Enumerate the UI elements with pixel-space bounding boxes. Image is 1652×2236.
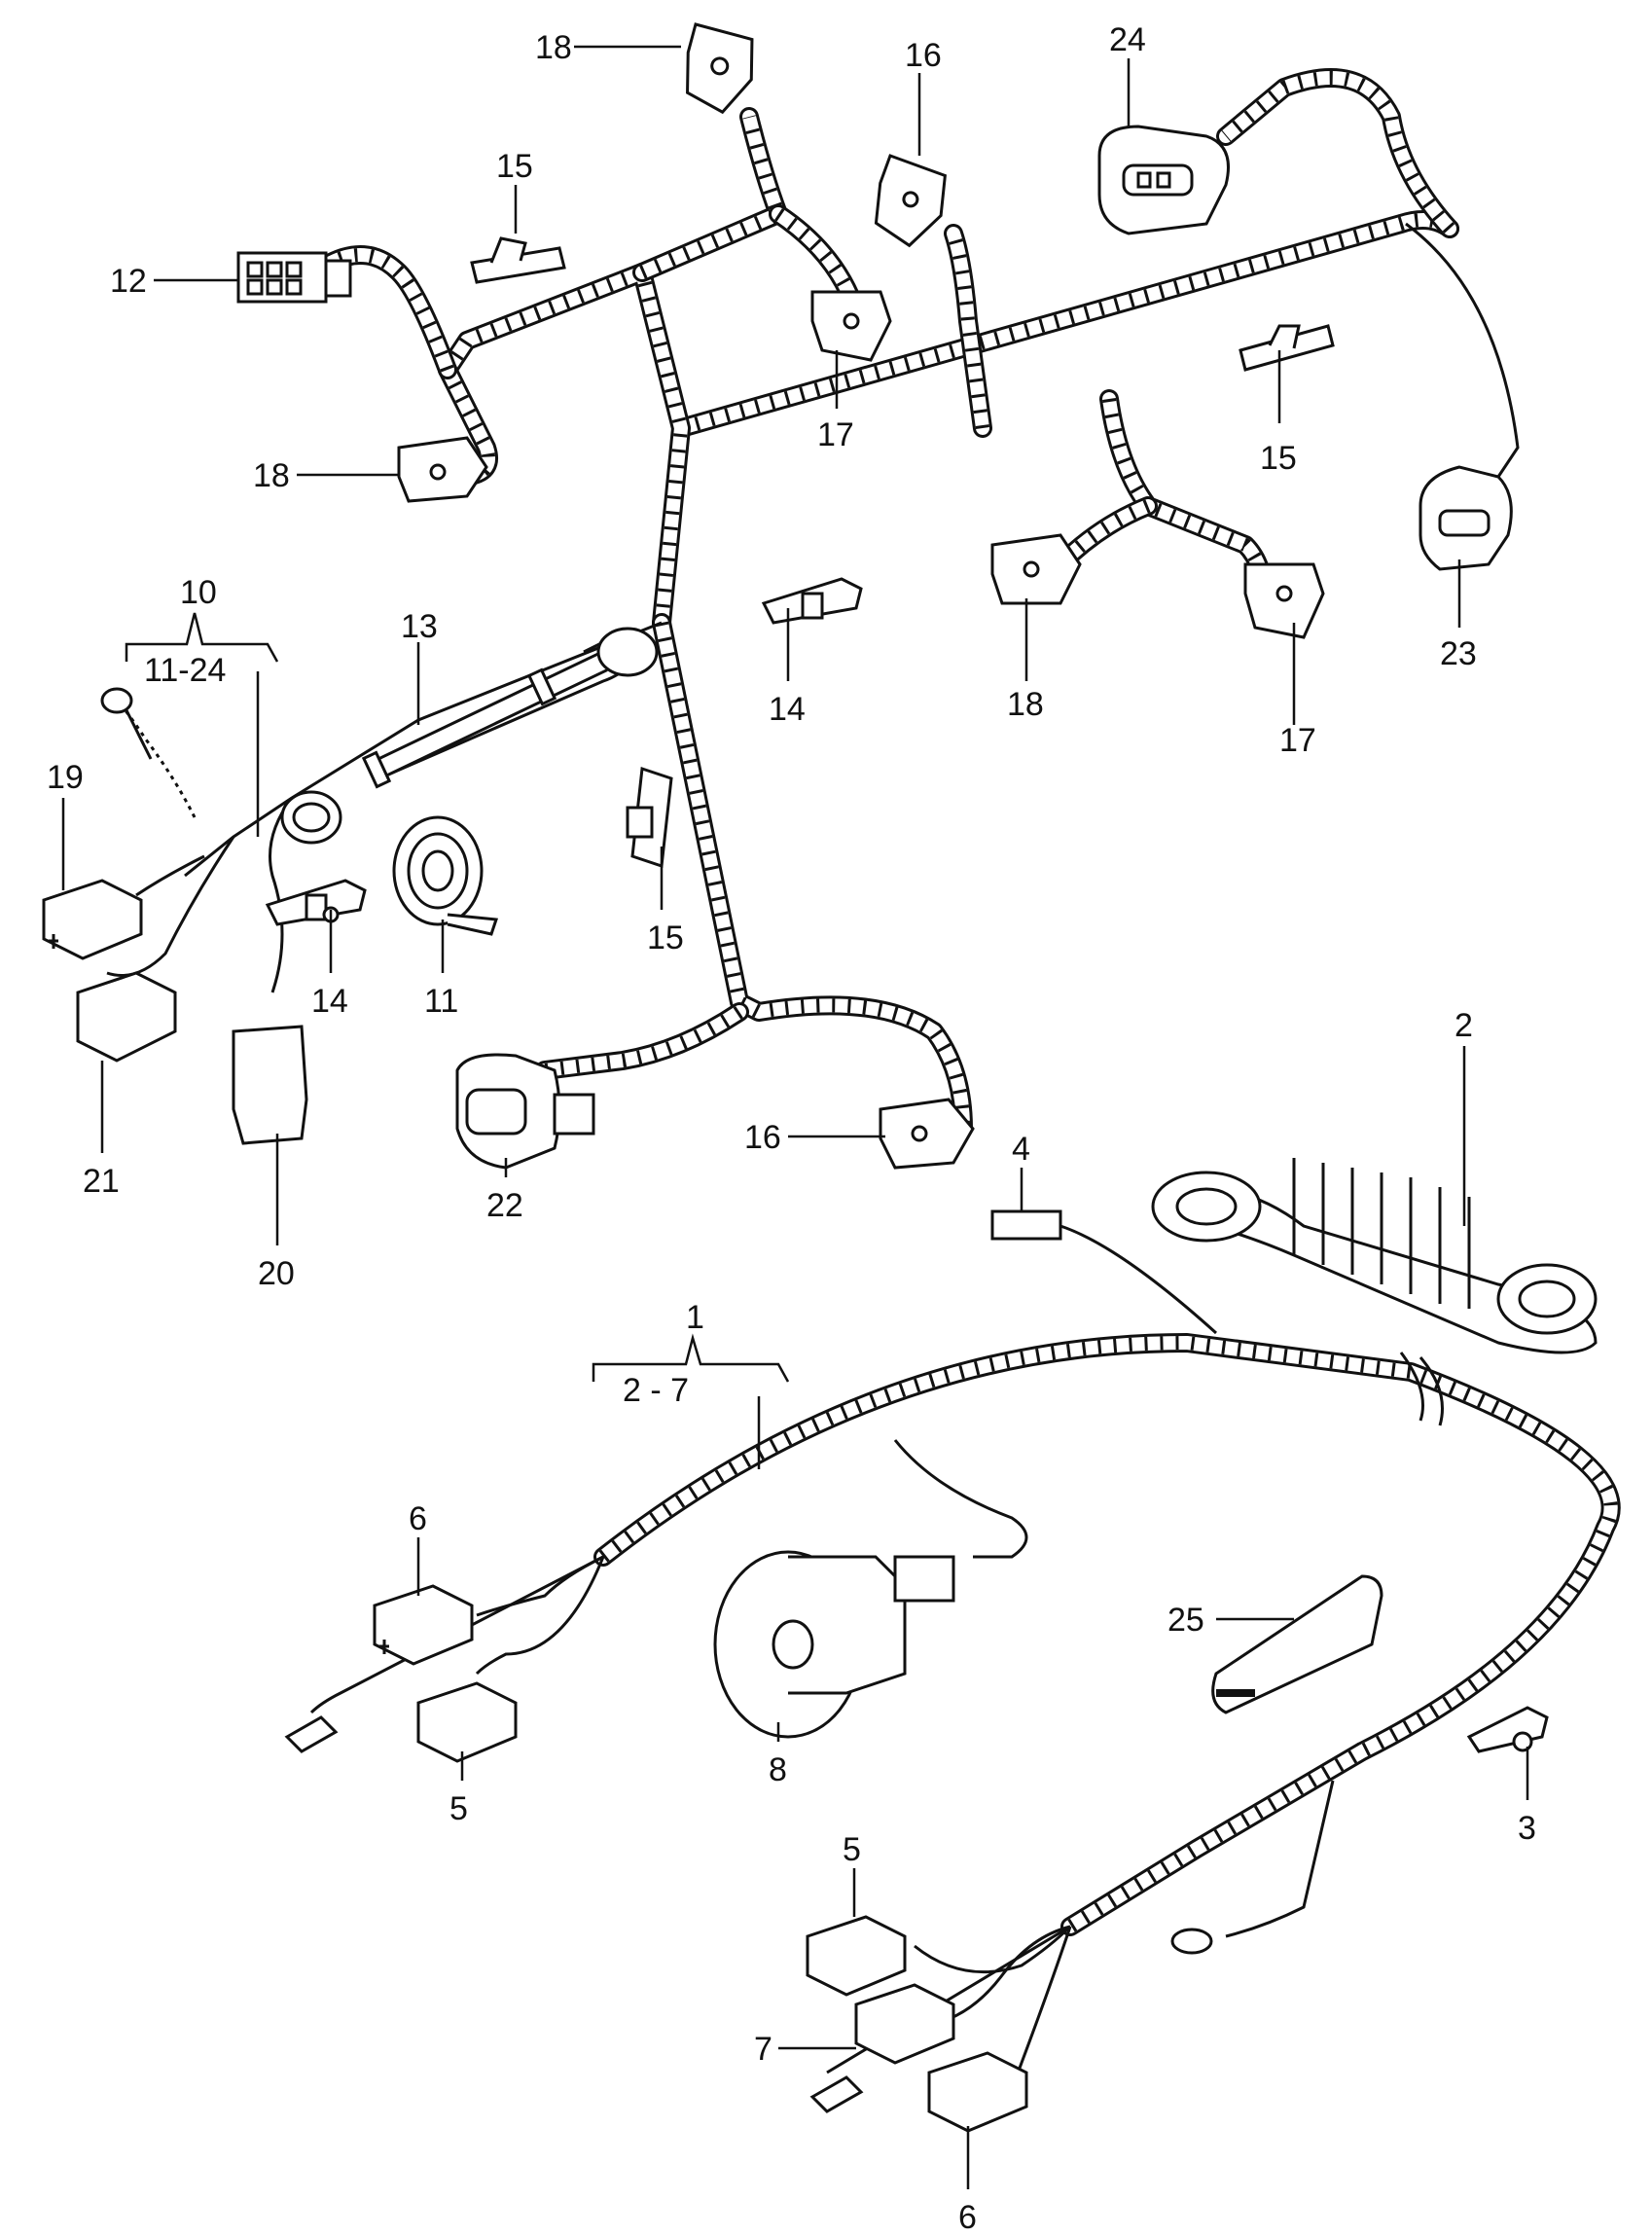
callout-2-7: 2 - 7 bbox=[623, 1372, 689, 1409]
callout-14-left: 14 bbox=[311, 983, 348, 1020]
callout-4: 4 bbox=[1012, 1131, 1030, 1168]
sensor-connector-17-right bbox=[1243, 562, 1325, 639]
connector-23 bbox=[1419, 465, 1513, 571]
callout-5-upper: 5 bbox=[449, 1790, 468, 1827]
callout-24: 24 bbox=[1109, 21, 1146, 58]
callout-12: 12 bbox=[110, 263, 147, 300]
corrugated-conduit bbox=[280, 627, 659, 845]
clip-14-center bbox=[761, 577, 863, 625]
connector-6-lower bbox=[927, 2051, 1028, 2133]
connector-5-lower bbox=[806, 1915, 907, 1997]
callout-6-lower: 6 bbox=[958, 2199, 977, 2236]
callout-22: 22 bbox=[486, 1187, 523, 1224]
callout-18-top: 18 bbox=[535, 29, 572, 66]
socket-8 bbox=[713, 1550, 955, 1739]
callout-17-right: 17 bbox=[1279, 722, 1316, 759]
callout-20: 20 bbox=[258, 1255, 295, 1292]
leader-lines bbox=[61, 45, 1529, 2189]
sensor-connector-16-bottom bbox=[879, 1098, 975, 1170]
clip-3 bbox=[1466, 1706, 1549, 1753]
connector-12 bbox=[236, 251, 352, 304]
connector-21 bbox=[76, 971, 177, 1063]
connector-7 bbox=[854, 1983, 955, 2065]
clip-15-right bbox=[1239, 324, 1335, 372]
connector-6-upper bbox=[373, 1584, 474, 1666]
sensor-connector-18-top bbox=[686, 22, 754, 115]
callout-16-bottom: 16 bbox=[744, 1119, 781, 1156]
callout-25: 25 bbox=[1167, 1602, 1204, 1639]
callout-1: 1 bbox=[686, 1299, 704, 1336]
probe-tip-upper bbox=[284, 1715, 339, 1753]
callout-15-top: 15 bbox=[496, 148, 533, 185]
clip-15-center bbox=[626, 766, 673, 869]
clip-14-left bbox=[265, 879, 367, 926]
sensor-connector-17-mid bbox=[810, 290, 892, 362]
tape-roll-11 bbox=[392, 815, 499, 936]
connector-24 bbox=[1097, 125, 1230, 235]
callout-11: 11 bbox=[424, 983, 458, 1020]
callout-7: 7 bbox=[754, 2031, 772, 2068]
sensor-connector-18-left bbox=[397, 436, 488, 503]
corrugated-tube-2 bbox=[1151, 1158, 1598, 1354]
connector-5-upper bbox=[416, 1681, 518, 1763]
callout-3: 3 bbox=[1518, 1810, 1536, 1847]
lower-wiring-harness bbox=[309, 1333, 1621, 2104]
callout-labels: 18 16 24 15 12 17 15 18 23 10 11-24 13 1… bbox=[47, 21, 1536, 2236]
callout-21: 21 bbox=[83, 1163, 120, 1200]
callout-13: 13 bbox=[401, 608, 438, 645]
connector-22 bbox=[455, 1053, 595, 1170]
callout-17-mid: 17 bbox=[817, 416, 854, 453]
sensor-connector-16-top bbox=[874, 154, 947, 248]
callout-15-right: 15 bbox=[1260, 440, 1297, 477]
tape-strip-25 bbox=[1211, 1574, 1383, 1714]
callout-11-24: 11-24 bbox=[144, 652, 226, 689]
callout-16-top: 16 bbox=[905, 37, 942, 74]
clip-15-top bbox=[470, 236, 566, 284]
ring-terminal bbox=[100, 687, 153, 760]
connector-4 bbox=[990, 1209, 1218, 1335]
callout-2: 2 bbox=[1454, 1007, 1473, 1044]
callout-23: 23 bbox=[1440, 635, 1477, 672]
callout-8: 8 bbox=[769, 1751, 787, 1788]
callout-10: 10 bbox=[180, 574, 217, 611]
callout-5-lower: 5 bbox=[843, 1831, 861, 1868]
callout-18-left: 18 bbox=[253, 457, 290, 494]
callout-18-right: 18 bbox=[1007, 686, 1044, 723]
connector-19 bbox=[42, 879, 143, 960]
connector-20 bbox=[232, 1025, 308, 1145]
callout-19: 19 bbox=[47, 759, 84, 796]
callout-15-center: 15 bbox=[647, 920, 684, 956]
callout-14-center: 14 bbox=[769, 691, 806, 728]
probe-tip-lower bbox=[809, 2075, 864, 2113]
callout-6-upper: 6 bbox=[409, 1500, 427, 1537]
sensor-connector-18-right bbox=[990, 533, 1082, 605]
